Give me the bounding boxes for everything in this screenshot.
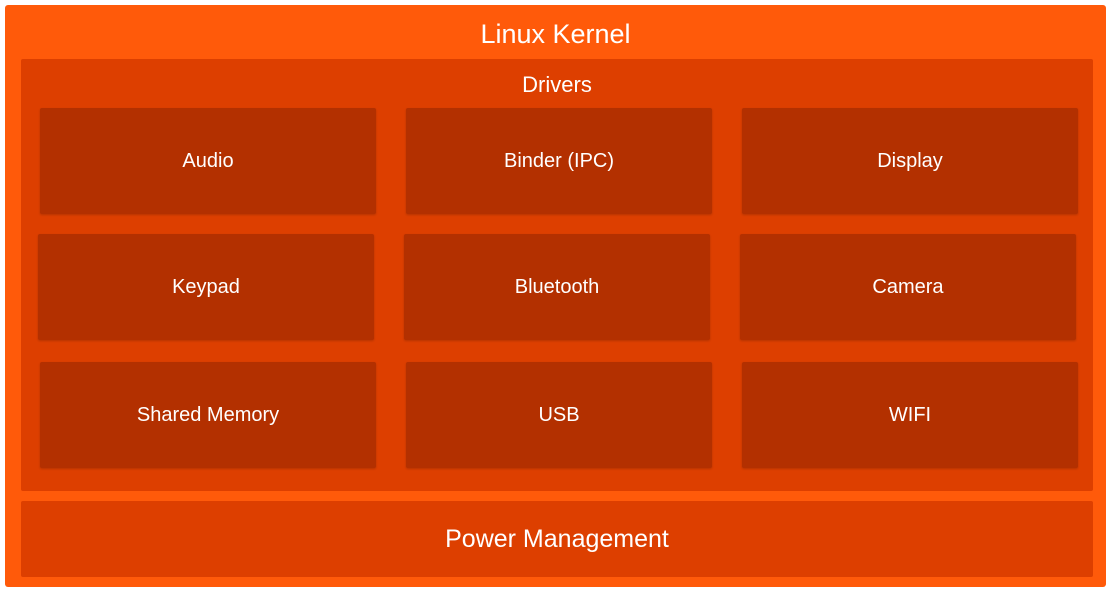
kernel-title: Linux Kernel xyxy=(480,19,631,49)
driver-wifi: WIFI xyxy=(742,362,1078,468)
driver-keypad: Keypad xyxy=(38,234,374,340)
driver-usb: USB xyxy=(406,362,712,468)
linux-kernel-block: Linux Kernel Drivers Audio Binder (IPC) … xyxy=(5,5,1106,587)
driver-shared-memory: Shared Memory xyxy=(40,362,376,468)
driver-bluetooth: Bluetooth xyxy=(404,234,710,340)
drivers-title: Drivers xyxy=(522,72,592,97)
driver-audio: Audio xyxy=(40,108,376,214)
power-management-block: Power Management xyxy=(21,501,1093,577)
driver-binder-ipc: Binder (IPC) xyxy=(406,108,712,214)
driver-display: Display xyxy=(742,108,1078,214)
driver-camera: Camera xyxy=(740,234,1076,340)
drivers-panel: Drivers Audio Binder (IPC) Display Keypa… xyxy=(21,59,1093,491)
